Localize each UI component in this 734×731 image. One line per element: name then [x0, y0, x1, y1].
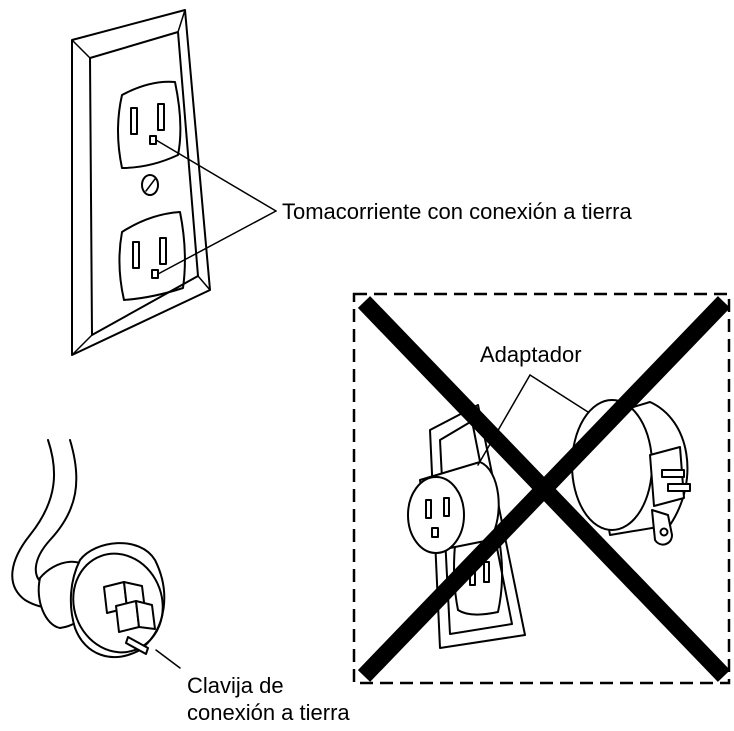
upper-receptacle: [117, 80, 182, 169]
prohibited-frame: [352, 292, 731, 685]
prohibition-x-mark: [357, 296, 731, 682]
adapter-label: Adaptador: [480, 342, 582, 367]
outlet-leader-lines: [155, 139, 277, 275]
lower-receptacle: [118, 211, 186, 301]
plug-leader-line: [155, 649, 181, 669]
grounded-outlet-plate: [71, 9, 211, 356]
adapter-leader-lines: [477, 374, 589, 466]
adapter-loose: [571, 399, 691, 546]
grounding-plug-label-line2: conexión a tierra: [187, 700, 350, 725]
grounding-plug-label-line1: Clavija de: [187, 673, 284, 698]
adapter-plugged: [407, 461, 500, 554]
grounded-outlet-label: Tomacorriente con conexión a tierra: [282, 199, 632, 224]
plate-screw: [141, 174, 159, 196]
grounding-plug: [37, 542, 166, 658]
